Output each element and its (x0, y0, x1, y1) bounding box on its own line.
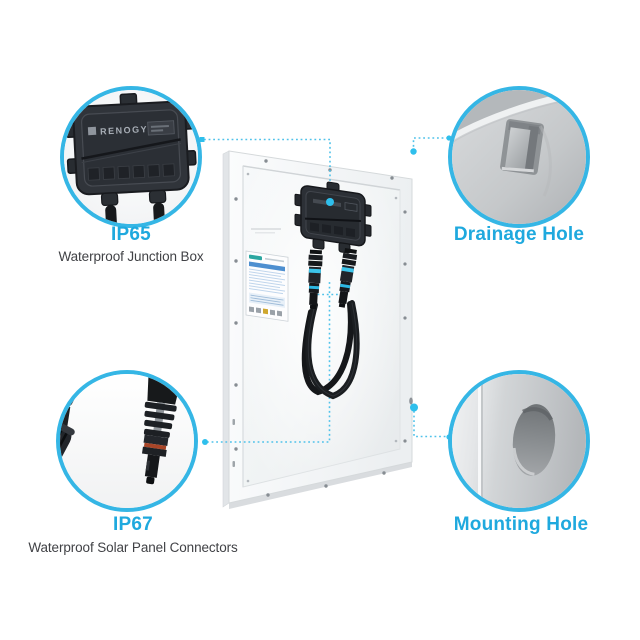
frame-mounting-slot (409, 397, 413, 405)
line-to-connectors (207, 280, 331, 443)
junction-box-title: IP65 (111, 224, 151, 245)
connectors-subtitle: Waterproof Solar Panel Connectors (28, 540, 238, 555)
solar-panel-back (222, 150, 413, 509)
mounting-oval-hole (512, 404, 556, 476)
connectors-title: IP67 (113, 514, 153, 535)
mounting-hole-title: Mounting Hole (453, 514, 589, 535)
junction-box-art: RENOGY (64, 90, 198, 224)
faint-stamp (251, 228, 281, 230)
spec-label (245, 250, 289, 322)
mounting-hole-dot (410, 403, 418, 412)
junction-box-brand: RENOGY (100, 124, 148, 136)
line-to-junction-box (204, 138, 331, 197)
brand-logo-mark (87, 126, 97, 136)
certification-icons (249, 306, 282, 317)
panel-cables (301, 300, 360, 400)
line-to-mounting-hole (413, 411, 448, 438)
line-to-drainage-hole (412, 137, 448, 147)
drainage-hole-art (452, 90, 586, 224)
mc4-connectors-photo (56, 370, 198, 512)
callout-markers (199, 135, 452, 445)
panel-mc4-connectors (308, 248, 358, 310)
drainage-square-hole (500, 119, 544, 175)
frame-screws (234, 159, 407, 497)
junction-box-subtitle: Waterproof Junction Box (58, 249, 204, 264)
drainage-hole-dot (410, 148, 417, 155)
mounting-hole-photo (448, 370, 590, 512)
drainage-hole-title: Drainage Hole (453, 224, 585, 245)
mounting-hole-art (452, 374, 586, 508)
drainage-hole-photo (448, 86, 590, 228)
o-ring (143, 442, 167, 450)
junction-box-dot (326, 198, 334, 206)
mc4-connectors-art (60, 374, 194, 508)
panel-junction-box (294, 181, 372, 254)
junction-box-photo: RENOGY (60, 86, 202, 228)
